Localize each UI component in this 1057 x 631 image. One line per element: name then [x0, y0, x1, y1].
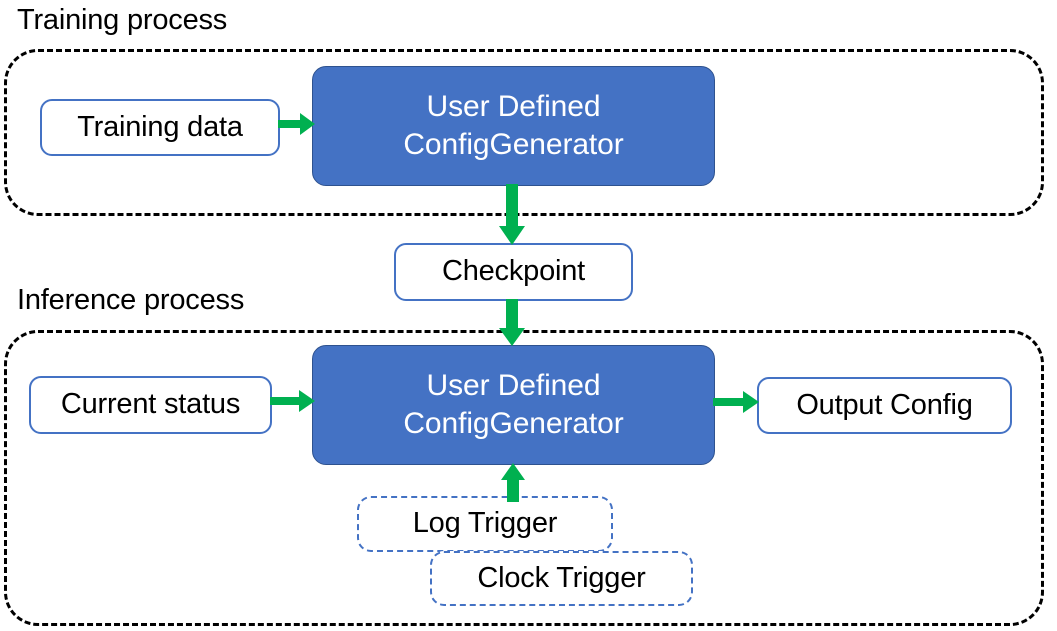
node-training-data-label: Training data: [77, 110, 243, 143]
node-current-status[interactable]: Current status: [29, 376, 272, 434]
arrow-current-status-to-config-generator: [270, 389, 316, 413]
node-current-status-label: Current status: [60, 388, 241, 421]
node-config-generator-inference-label-line1: User Defined: [426, 368, 601, 402]
node-checkpoint[interactable]: Checkpoint: [394, 243, 633, 301]
node-output-config[interactable]: Output Config: [757, 377, 1012, 434]
node-config-generator-training-label-line2: ConfigGenerator: [403, 128, 624, 161]
arrow-config-generator-to-output-config: [713, 390, 760, 414]
node-config-generator-inference[interactable]: User Defined ConfigGenerator: [312, 345, 715, 465]
node-log-trigger-label: Log Trigger: [412, 507, 558, 540]
training-process-label: Training process: [17, 4, 228, 36]
arrow-config-generator-to-checkpoint: [498, 184, 526, 246]
node-clock-trigger[interactable]: Clock Trigger: [430, 551, 693, 606]
arrow-log-trigger-to-config-generator: [500, 463, 526, 503]
node-output-config-label: Output Config: [796, 388, 973, 421]
node-config-generator-inference-label-line2: ConfigGenerator: [403, 407, 624, 440]
arrow-checkpoint-to-config-generator: [498, 299, 526, 347]
arrow-training-data-to-config-generator: [278, 112, 316, 136]
node-training-data[interactable]: Training data: [40, 99, 280, 156]
node-clock-trigger-label: Clock Trigger: [477, 561, 646, 594]
inference-process-label: Inference process: [17, 284, 245, 316]
inference-process-container: [4, 330, 1044, 626]
node-config-generator-training[interactable]: User Defined ConfigGenerator: [312, 66, 715, 186]
training-process-container: [4, 49, 1044, 216]
node-log-trigger[interactable]: Log Trigger: [357, 496, 613, 552]
node-config-generator-training-label-line1: User Defined: [426, 89, 601, 123]
node-checkpoint-label: Checkpoint: [441, 255, 586, 288]
